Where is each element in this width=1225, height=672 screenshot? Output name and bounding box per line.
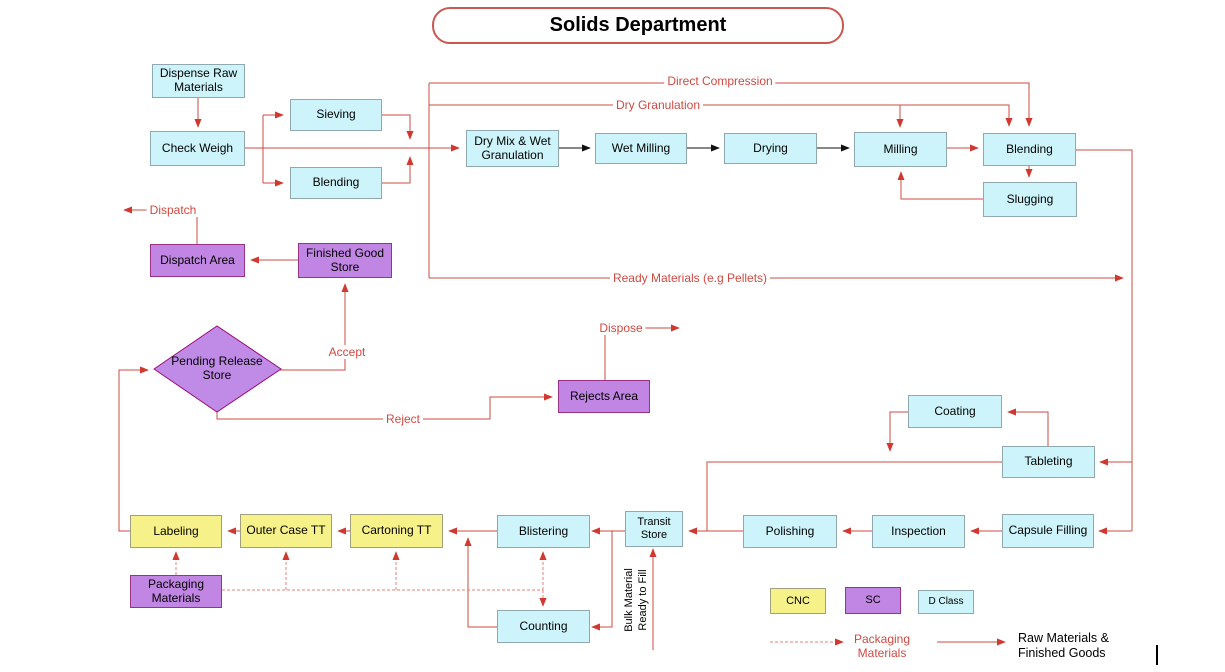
node-counting: Counting <box>497 610 590 643</box>
node-rejects-area: Rejects Area <box>558 380 650 413</box>
legend-d-class-swatch: D Class <box>918 590 974 614</box>
node-slugging: Slugging <box>983 182 1077 217</box>
edge-sieving-merge <box>382 114 414 140</box>
node-polishing: Polishing <box>743 515 837 548</box>
node-finished-good-store: Finished Good Store <box>298 243 392 278</box>
edge-coating-return <box>886 411 908 452</box>
node-sieving: Sieving <box>290 99 382 131</box>
edge-checkweigh-fork <box>245 115 264 183</box>
node-dry-mix-wet-granulation: Dry Mix & Wet Granulation <box>466 130 559 167</box>
node-coating: Coating <box>908 395 1002 428</box>
edge-counting-merge-up <box>464 537 497 628</box>
node-dispatch-area: Dispatch Area <box>150 244 245 277</box>
label-dry-granulation: Dry Granulation <box>612 98 704 112</box>
edge-blending-pre-merge <box>382 156 414 184</box>
edge-transit-to-counting <box>591 531 613 631</box>
legend-raw-materials-label: Raw Materials & Finished Goods <box>1018 631 1109 660</box>
node-dispense-raw-materials: Dispense Raw Materials <box>152 64 245 98</box>
text-cursor <box>1156 645 1158 665</box>
edge-direct-compression <box>429 82 1033 127</box>
legend-cnc-swatch: CNC <box>770 588 826 614</box>
node-blending: Blending <box>983 133 1076 166</box>
label-bulk-material-line1: Bulk Material <box>623 568 635 632</box>
node-outer-case-tt: Outer Case TT <box>240 514 332 548</box>
page-title: Solids Department <box>432 7 844 44</box>
node-check-weigh: Check Weigh <box>150 131 245 166</box>
edge-reject <box>216 393 553 420</box>
label-accept: Accept <box>325 345 369 359</box>
legend-sc-swatch: SC <box>845 587 901 614</box>
label-direct-compression: Direct Compression <box>664 74 776 88</box>
label-bulk-material-ready-to-fill: Bulk Material Ready to Fill <box>623 552 653 648</box>
pending-release-store-diamond <box>153 325 282 413</box>
node-blending-pre: Blending <box>290 167 382 199</box>
label-ready-materials: Ready Materials (e.g Pellets) <box>609 271 771 285</box>
label-bulk-material-line2: Ready to Fill <box>636 569 649 631</box>
label-reject: Reject <box>382 412 424 426</box>
edge-dispose <box>604 324 680 380</box>
node-blistering: Blistering <box>497 515 590 548</box>
node-tableting: Tableting <box>1002 446 1095 478</box>
legend-packaging-materials-label: Packaging Materials <box>853 632 911 661</box>
edge-slugging-to-milling <box>897 171 983 200</box>
dashed-packaging-edges <box>172 551 844 646</box>
label-dispatch: Dispatch <box>146 203 200 217</box>
node-capsule-filling: Capsule Filling <box>1002 514 1094 548</box>
edge-accept <box>280 283 349 371</box>
node-packaging-materials: Packaging Materials <box>130 575 222 608</box>
node-cartoning-tt: Cartoning TT <box>350 514 443 548</box>
node-labeling: Labeling <box>130 515 222 548</box>
edge-dry-granulation <box>429 104 1013 127</box>
node-drying: Drying <box>724 133 817 164</box>
edge-blending-right-trunk <box>1076 149 1133 531</box>
node-transit-store: Transit Store <box>625 511 683 547</box>
node-milling: Milling <box>854 132 947 167</box>
edge-tableting-to-coating <box>1007 408 1049 446</box>
edge-labeling-to-diamond <box>118 366 149 532</box>
node-pending-release-store: Pending Release Store <box>171 354 263 382</box>
node-wet-milling: Wet Milling <box>595 133 687 164</box>
edge-tableting-to-transit <box>689 461 1002 531</box>
label-dispose: Dispose <box>596 321 646 335</box>
node-inspection: Inspection <box>872 515 965 548</box>
